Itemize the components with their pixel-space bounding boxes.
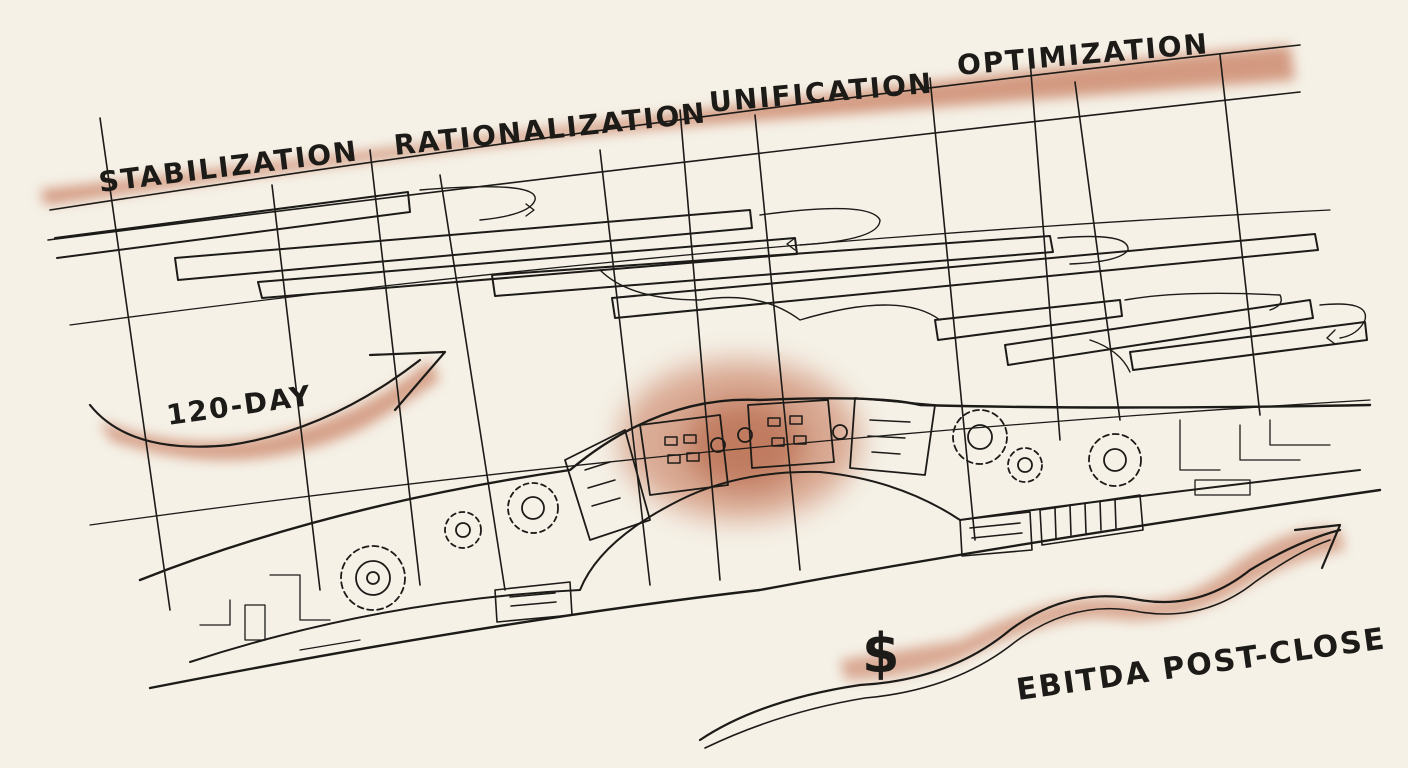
gear-icon [952, 409, 1008, 465]
puzzle-piece [849, 397, 936, 476]
task-bar [491, 235, 1054, 297]
dependency-arrows [419, 185, 1367, 373]
circuit-traces [199, 419, 1331, 651]
task-bar [1004, 299, 1314, 366]
puzzle-piece [564, 429, 651, 541]
arrow-wash [100, 360, 440, 461]
integration-bridge [138, 397, 1382, 690]
gear-icon [340, 545, 406, 611]
phase-label-rationalization: RATIONALIZATION [392, 96, 708, 162]
gear-icon [1007, 447, 1043, 483]
server-racks [494, 494, 1144, 623]
header-wash [40, 45, 1295, 205]
puzzle-tiles [564, 397, 936, 541]
task-bar [934, 299, 1123, 341]
timeline-grid [47, 44, 1371, 611]
gear-icon [444, 511, 482, 549]
bridge-wash-core [685, 400, 805, 490]
task-bar [611, 233, 1319, 319]
puzzle-piece [639, 414, 729, 496]
gear-icons [340, 409, 1142, 611]
gantt-bars [54, 191, 1368, 371]
phase-headers: STABILIZATION RATIONALIZATION UNIFICATIO… [97, 27, 1211, 199]
gear-icon [1088, 433, 1142, 487]
task-bar [54, 191, 411, 259]
ebitda-label: EBITDA POST-CLOSE [1014, 621, 1388, 708]
task-bar [174, 209, 753, 281]
puzzle-piece [747, 399, 835, 469]
task-bar [1129, 321, 1368, 371]
phase-label-stabilization: STABILIZATION [97, 134, 360, 199]
gear-icon [507, 482, 559, 534]
dollar-sign-icon: $ [862, 622, 902, 685]
watercolor-washes [40, 45, 1345, 680]
duration-label: 120-DAY [164, 379, 314, 432]
ebitda-wash [840, 528, 1345, 680]
